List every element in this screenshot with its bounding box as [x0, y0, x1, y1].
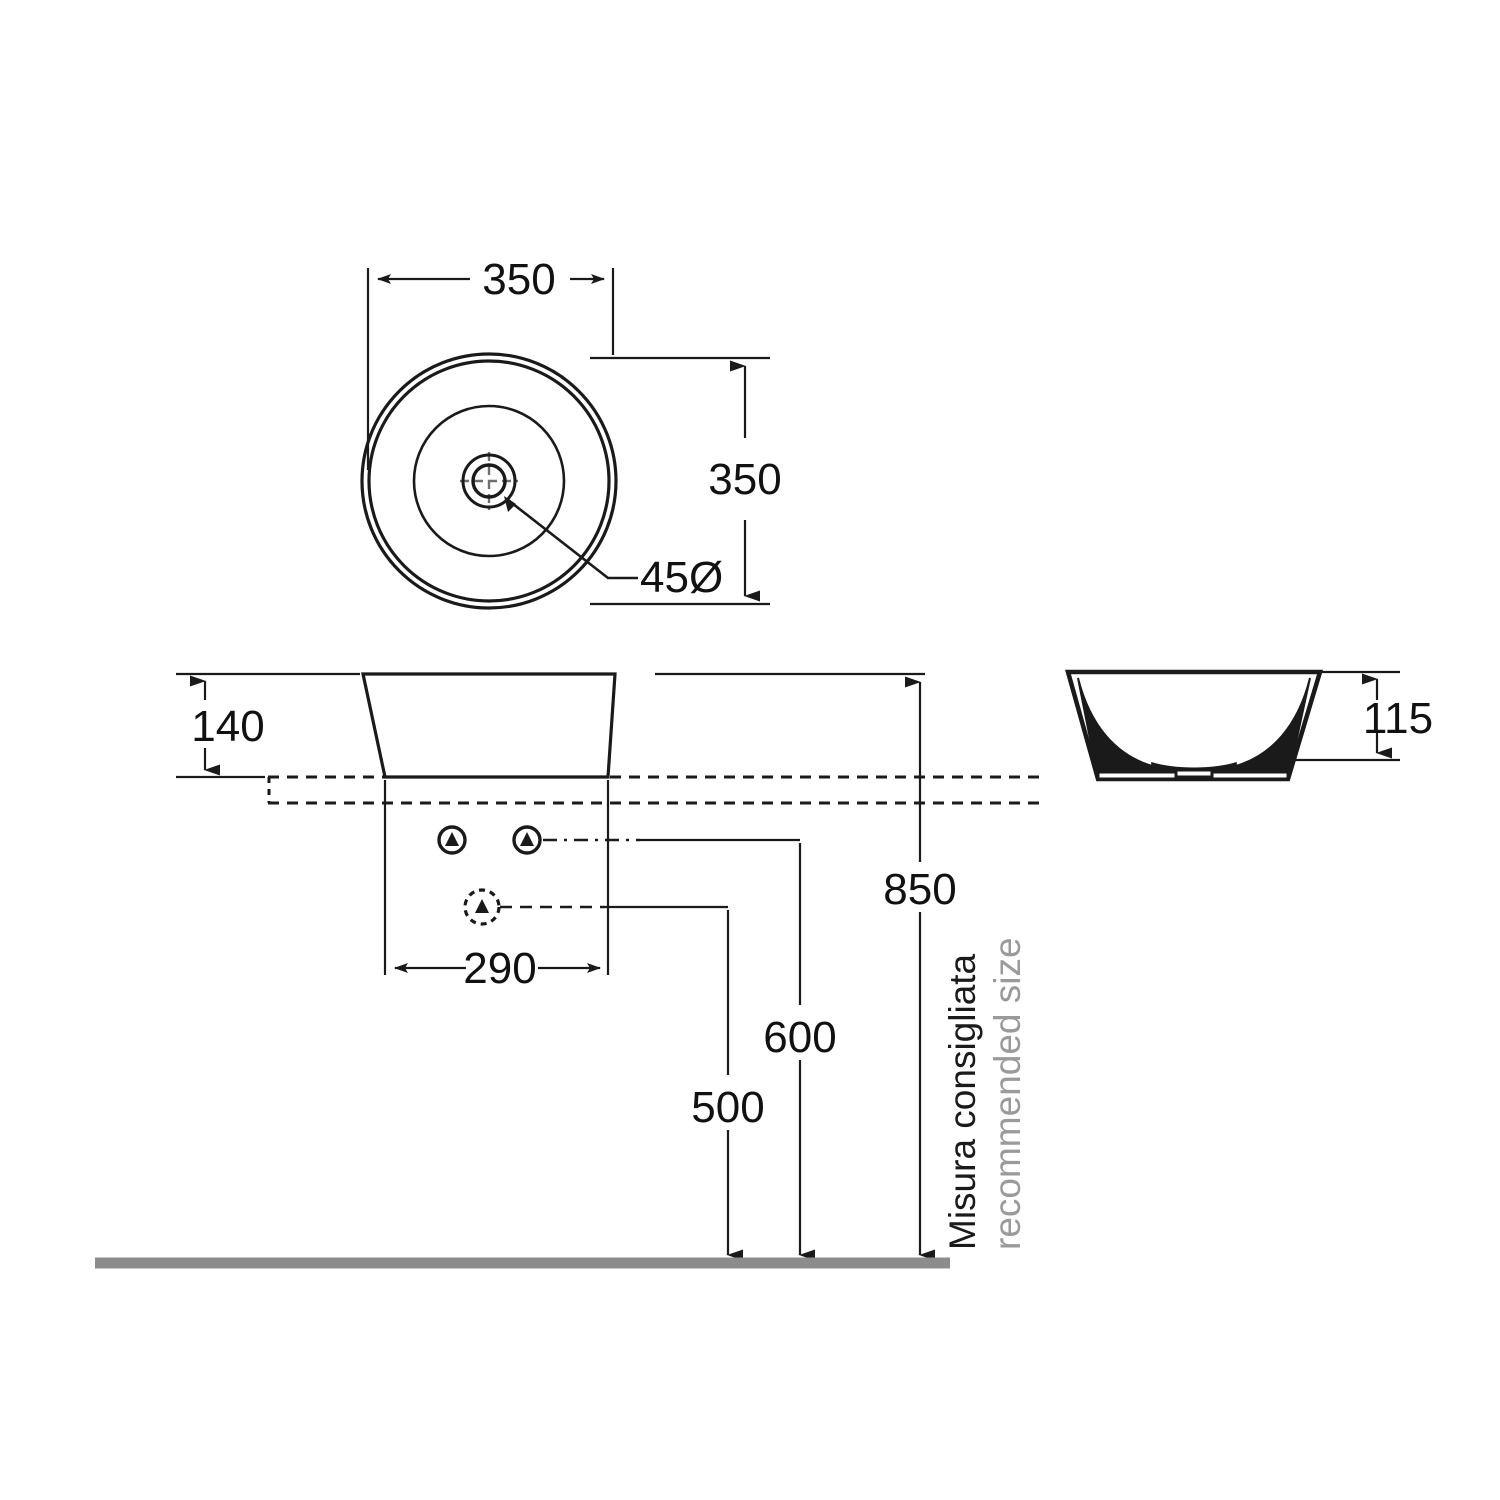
drain-inner-circle: [471, 463, 507, 499]
tap-height-label: 600: [763, 1013, 836, 1062]
section-view: 115: [1065, 669, 1433, 782]
drain-leader-line: [507, 498, 638, 580]
section-body-fill: [1068, 672, 1320, 779]
base-width-label: 290: [463, 944, 536, 993]
recommended-size-italian: Misura consigliata: [942, 953, 983, 1250]
tap-hole-marker-right: [512, 825, 542, 855]
elevation-view: 140 290: [95, 672, 1045, 1269]
basin-elevation-outline: [361, 672, 617, 779]
section-drain-boss: [1174, 768, 1214, 779]
recommended-size-note: Misura consigliata recommended size: [942, 937, 1028, 1250]
section-depth-label: 115: [1363, 694, 1433, 743]
basin-rim-outer-circle: [360, 352, 618, 610]
drain-outer-circle: [461, 453, 517, 509]
drain-leader-arrowhead: [504, 496, 516, 512]
centre-mark-icon: [460, 452, 518, 510]
recommended-size-english: recommended size: [987, 937, 1028, 1250]
drain-diameter-label: 45Ø: [640, 553, 723, 602]
drain-height-label: 500: [691, 1083, 764, 1132]
basin-rim-inner-circle: [367, 359, 611, 603]
basin-bowl-circle: [412, 404, 566, 558]
drain-outlet-marker: [463, 888, 501, 926]
plan-width-dim-label: 350: [482, 255, 555, 304]
plan-depth-dim-label: 350: [708, 455, 781, 504]
plan-view: 350 350 45Ø: [360, 255, 782, 610]
tap-hole-marker-left: [437, 825, 467, 855]
bowl-height-label: 140: [191, 702, 264, 751]
rim-height-label: 850: [883, 865, 956, 914]
